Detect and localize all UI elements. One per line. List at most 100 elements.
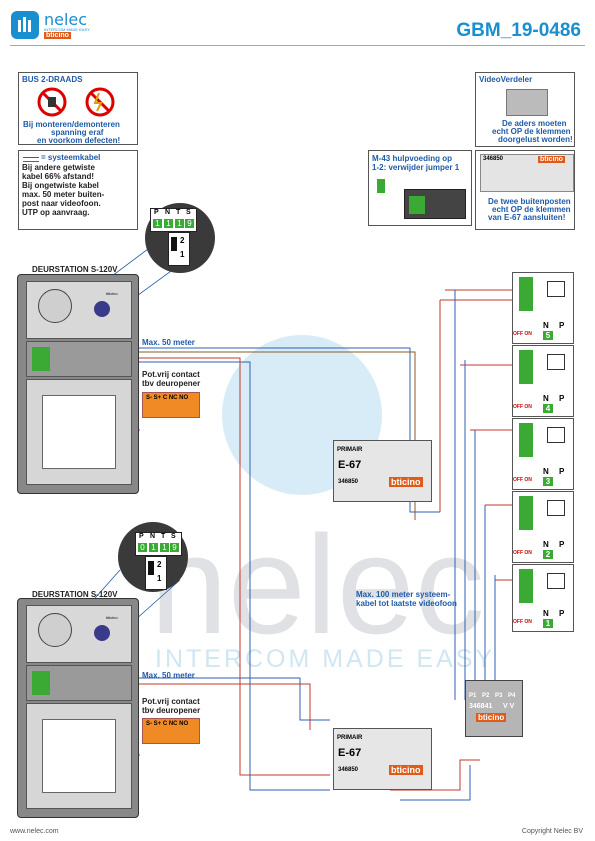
m43-jumper <box>377 179 385 193</box>
e67-note-box: 346850 bticino De twee buitenposten echt… <box>475 150 575 230</box>
vp5-terminal <box>519 569 533 603</box>
videophone-3: OFF ON N P 3 <box>512 418 574 490</box>
m43-box: M-43 hulpvoeding op 1-2: verwijder jumpe… <box>368 150 472 226</box>
vd-port-4: P4 <box>508 693 516 699</box>
videophone-4: OFF ON N P 2 <box>512 491 574 563</box>
brand-name: nelec <box>44 10 88 29</box>
vd-port-2: P2 <box>482 693 490 699</box>
header-divider <box>10 45 585 46</box>
ds2-jumper-cap <box>148 561 154 575</box>
ds2-contact-label-2: tbv deuropener <box>142 706 201 715</box>
vd-part: 346841 <box>469 703 493 710</box>
ds1-term-n: N <box>165 209 171 216</box>
terminal-block-1: P N T S 1 1 1 9 <box>150 208 197 232</box>
vd-port-1: P1 <box>469 693 477 699</box>
ds2-title: DEURSTATION S-120V <box>32 590 118 599</box>
psu1-label-top: PRIMAIR <box>337 447 363 453</box>
e67-line-3: van E-67 aansluiten! <box>488 213 566 222</box>
vp1-n: N <box>543 321 549 330</box>
videoverdeler-box: VideoVerdeler De aders moeten echt OP de… <box>475 72 575 147</box>
vp4-p: P <box>559 540 565 549</box>
vp1-switch: OFF ON <box>513 331 532 337</box>
cable-line-6: UTP op aanvraag. <box>22 208 90 217</box>
brand-logo: nelec INTERCOM MADE EASY bticino <box>10 10 130 40</box>
power-supply-2: PRIMAIR E-67 346850 bticino <box>333 728 432 790</box>
vp4-switch: OFF ON <box>513 550 532 556</box>
brand-partner: bticino <box>44 32 71 39</box>
ds1-jumper-1: 1 <box>180 250 185 259</box>
videoverdeler-line-3: doorgelust worden! <box>498 135 573 144</box>
ds2-jumper-1: 1 <box>157 574 162 583</box>
ds2-term-val-p: 0 <box>138 543 147 552</box>
videophone-5: OFF ON N P 1 <box>512 564 574 632</box>
videoverdeler-line-1: De aders moeten <box>502 119 567 128</box>
no-plug-icons <box>37 87 115 117</box>
m43-line-1: M-43 hulpvoeding op <box>372 154 452 163</box>
ds1-contact-block: S- S+ C NC NO <box>142 392 200 418</box>
psu1-brand: bticino <box>389 477 423 487</box>
psu2-brand: bticino <box>389 765 423 775</box>
cable-line-5: post naar videofoon. <box>22 199 101 208</box>
warning-title: BUS 2-DRAADS <box>22 75 83 84</box>
footer-website: www.nelec.com <box>10 828 59 835</box>
vd-vv: V V <box>503 703 515 710</box>
warning-box: BUS 2-DRAADS Bij monteren/demonteren spa… <box>18 72 138 145</box>
jumper-block-1: 2 1 <box>168 232 190 266</box>
ds1-term-p: P <box>154 209 159 216</box>
ds2-term-t: T <box>161 533 166 540</box>
watermark-logo: nelec <box>150 506 485 663</box>
e67-line-2: echt OP de klemmen <box>492 205 571 214</box>
distributor-thumbnail <box>506 89 548 116</box>
ds2-term-s: S <box>171 533 176 540</box>
vp3-value: 3 <box>543 477 553 486</box>
vp2-switch: OFF ON <box>513 404 532 410</box>
ds1-term-val-t: 1 <box>175 219 184 228</box>
video-distributor: P1 P2 P3 P4 346841 V V bticino <box>465 680 523 737</box>
vd-brand: bticino <box>476 713 507 722</box>
e67-thumb-brand: bticino <box>538 156 565 163</box>
door-station-1: bticino <box>17 274 139 494</box>
vd-port-3: P3 <box>495 693 503 699</box>
vp5-n: N <box>543 609 549 618</box>
ds2-camera-icon <box>94 625 110 641</box>
vp3-p: P <box>559 467 565 476</box>
ds2-speaker-icon <box>38 613 72 647</box>
ds1-camera-icon <box>94 301 110 317</box>
cable-line-4: max. 50 meter buiten- <box>22 190 105 199</box>
ds1-term-val-p: 1 <box>153 219 162 228</box>
vp5-switch: OFF ON <box>513 619 532 625</box>
warning-line-1: Bij monteren/demonteren <box>23 120 120 129</box>
ds1-green-terminals <box>32 347 50 371</box>
ds1-contact-label-2: tbv deuropener <box>142 379 201 388</box>
ds1-term-s: S <box>186 209 191 216</box>
ds1-contact-label-1: Pot.vrij contact <box>142 370 200 379</box>
psu1-name: E-67 <box>338 459 362 471</box>
ds2-jumper-2: 2 <box>157 560 162 569</box>
warning-line-3: en voorkom defecten! <box>37 136 121 145</box>
vp3-terminal <box>519 423 533 457</box>
document-code: GBM_19-0486 <box>456 20 581 41</box>
wire-red-2 <box>439 299 515 512</box>
ds1-speaker-icon <box>38 289 72 323</box>
videophone-1: OFF ON N P 5 <box>512 272 574 344</box>
system-cable-swatch <box>23 157 39 162</box>
vp1-monitor-icon <box>547 281 565 297</box>
videoverdeler-title: VideoVerdeler <box>479 75 533 84</box>
ds1-jumper-cap <box>171 237 177 251</box>
ds2-term-val-t: 1 <box>160 543 169 552</box>
wire-blue-4 <box>90 677 330 721</box>
vp1-p: P <box>559 321 565 330</box>
wire-red-5 <box>390 759 480 791</box>
cable-line-1: Bij andere getwiste <box>22 163 95 172</box>
vp1-terminal <box>519 277 533 311</box>
door-station-2: bticino <box>17 598 139 818</box>
vp2-p: P <box>559 394 565 403</box>
wire-red-3 <box>445 289 515 581</box>
vp4-n: N <box>543 540 549 549</box>
vp4-terminal <box>519 496 533 530</box>
vp2-terminal <box>519 350 533 384</box>
nelec-logo-icon <box>11 11 39 39</box>
psu2-part: 346850 <box>338 767 359 773</box>
ds1-title: DEURSTATION S-120V <box>32 265 118 274</box>
ds1-brand: bticino <box>106 291 118 296</box>
